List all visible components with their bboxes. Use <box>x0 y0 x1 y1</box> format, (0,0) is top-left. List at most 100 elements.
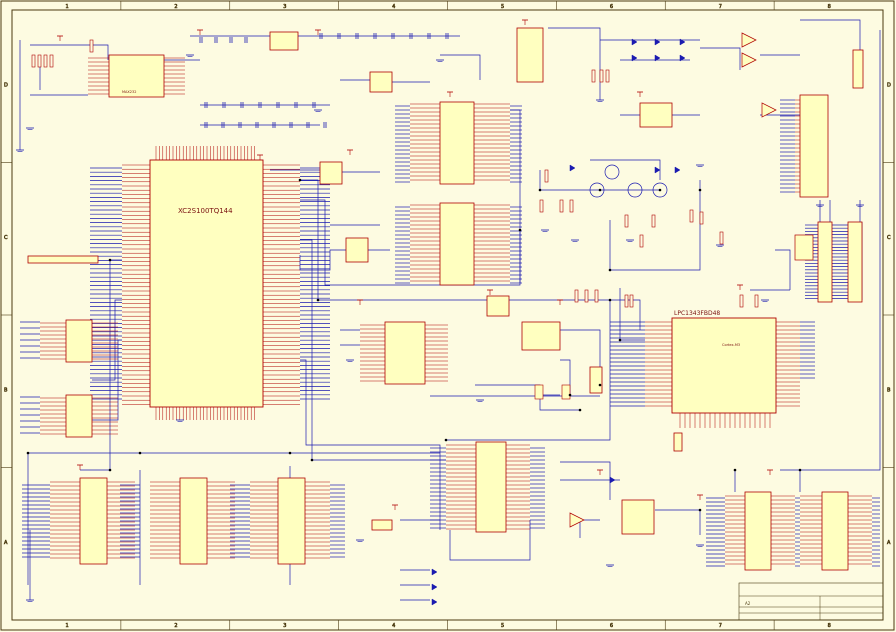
ic-body <box>847 221 863 303</box>
ic-body <box>439 101 475 185</box>
ic-body <box>799 94 829 198</box>
resistor <box>89 39 94 53</box>
diode <box>631 54 638 62</box>
button-switch <box>561 384 571 400</box>
diode <box>654 54 661 62</box>
wire <box>539 170 660 191</box>
junction-dot <box>733 468 737 472</box>
wire <box>449 520 531 561</box>
zone-row-label-left: C <box>4 235 8 241</box>
resistor <box>651 214 656 228</box>
ic-body <box>269 31 299 51</box>
junction-dot <box>658 188 662 192</box>
resistor <box>689 209 694 223</box>
resistor <box>605 69 610 83</box>
wire <box>300 239 446 461</box>
zone-col-label-top: 1 <box>65 4 68 10</box>
zone-col-label-bottom: 6 <box>610 623 613 629</box>
transistor <box>627 182 643 198</box>
zone-col-label-bottom: 2 <box>174 623 177 629</box>
zone-row-label-right: C <box>887 235 891 241</box>
resistor <box>31 54 36 68</box>
wire <box>590 159 661 180</box>
wire <box>655 509 701 535</box>
title-block: A2 <box>738 582 884 621</box>
zone-col-label-top: 6 <box>610 4 613 10</box>
resistor <box>574 289 579 303</box>
ic-body <box>79 477 108 565</box>
diode <box>679 38 686 46</box>
ic-body <box>27 255 99 264</box>
junction-dot <box>138 451 142 455</box>
zone-col-label-top: 2 <box>174 4 177 10</box>
junction-dot <box>108 468 112 472</box>
junction-dot <box>538 188 542 192</box>
diode <box>569 164 576 172</box>
wire <box>510 109 521 283</box>
diode <box>679 54 686 62</box>
junction-dot <box>698 188 702 192</box>
zone-row-label-right: A <box>887 540 891 546</box>
diode <box>631 38 638 46</box>
junction-dot <box>518 228 522 232</box>
ic-body <box>65 319 93 363</box>
wire-network <box>19 19 881 601</box>
junction-dot <box>608 298 612 302</box>
wire <box>299 249 346 271</box>
resistor <box>591 69 596 83</box>
resistor <box>599 69 604 83</box>
junction-dot <box>26 451 30 455</box>
junction-dot <box>698 508 702 512</box>
zone-row-label-left: D <box>4 82 8 88</box>
junction-dot <box>598 383 602 387</box>
fpga-label: XC2S100TQ144 <box>178 207 233 215</box>
ic-body <box>821 491 849 571</box>
junction-dot <box>568 393 572 397</box>
resistor <box>719 231 724 245</box>
resistor <box>699 211 704 225</box>
wire <box>300 359 441 530</box>
ic-body <box>521 321 561 351</box>
fpga-body <box>149 159 264 408</box>
mcu-label: LPC1343FBD48 <box>674 310 720 317</box>
max232-body <box>108 54 165 98</box>
resistor <box>569 199 574 213</box>
resistor <box>624 294 629 308</box>
zone-col-label-top: 7 <box>719 4 722 10</box>
resistor <box>544 169 549 183</box>
zone-col-label-bottom: 5 <box>501 623 504 629</box>
ic-body <box>319 161 343 185</box>
zone-row-label-right: D <box>887 82 891 88</box>
title-size: A2 <box>745 601 751 606</box>
wire <box>780 30 881 471</box>
zone-row-label-left: B <box>4 387 8 393</box>
zone-col-label-bottom: 3 <box>283 623 286 629</box>
resistor <box>624 214 629 228</box>
zone-col-label-bottom: 1 <box>65 623 68 629</box>
transistor <box>589 182 605 198</box>
ic-body <box>589 366 603 394</box>
junction-dot <box>598 188 602 192</box>
transistor <box>604 164 620 180</box>
crystal <box>794 234 814 261</box>
resistor <box>539 199 544 213</box>
junction-dot <box>798 468 802 472</box>
junction-dot <box>108 258 112 262</box>
wire <box>700 47 741 70</box>
resistor <box>37 54 42 68</box>
resistor <box>639 234 644 248</box>
op-amp <box>741 52 757 68</box>
diode <box>654 38 661 46</box>
junction-dot <box>288 451 292 455</box>
wire <box>80 259 122 471</box>
wire <box>300 179 611 441</box>
junction-dot <box>310 458 314 462</box>
ic-body <box>439 202 475 286</box>
wire <box>609 180 701 271</box>
ic-body <box>516 27 544 83</box>
wire <box>800 19 861 50</box>
diode <box>431 598 438 606</box>
mcu-body <box>671 317 777 414</box>
ic-body <box>369 71 393 93</box>
